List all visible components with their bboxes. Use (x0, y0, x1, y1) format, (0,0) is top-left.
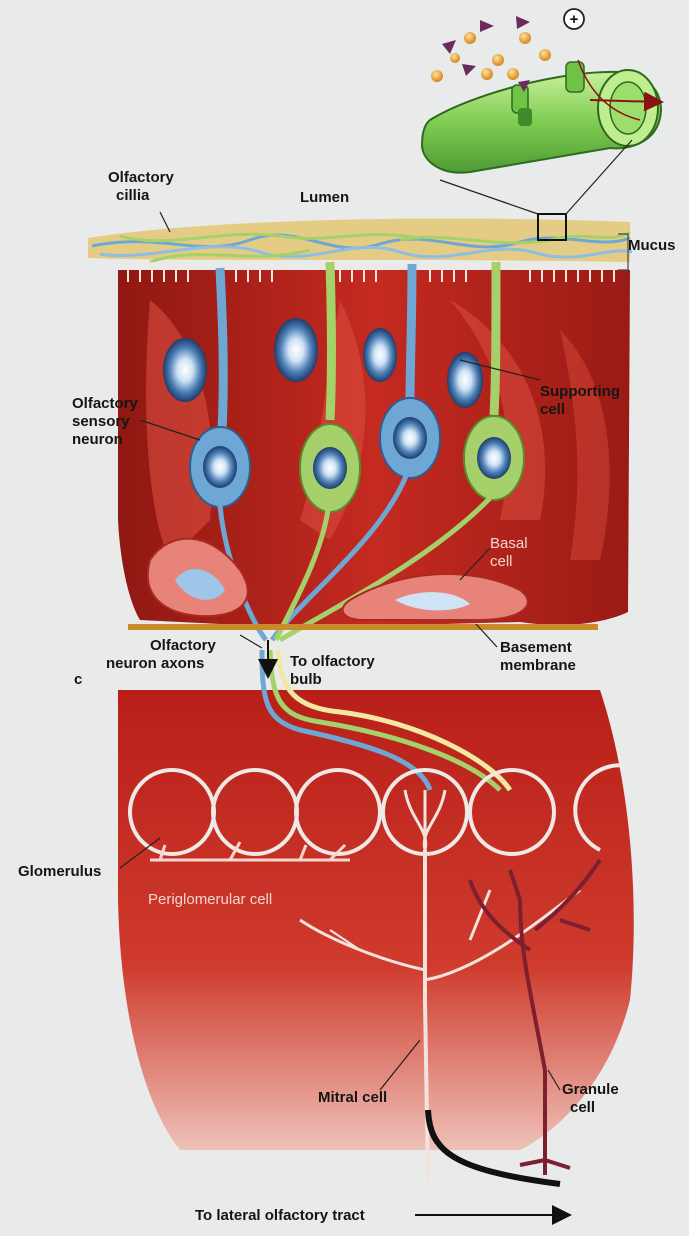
basement-label-line1: Basement (500, 639, 572, 656)
lumen-label: Lumen (300, 189, 349, 206)
axons-label-line1: Olfactory (150, 637, 217, 654)
lateral-tract-label: To lateral olfactory tract (195, 1207, 365, 1224)
glomerulus-label: Glomerulus (18, 863, 101, 880)
supporting-cell-label-line1: Supporting (540, 383, 620, 400)
odorant-molecules (431, 16, 551, 92)
axons-label-line2: neuron axons (106, 655, 204, 672)
sensory-neuron-label-line1: Olfactory (72, 395, 139, 412)
basement-membrane (128, 624, 598, 630)
channel-inset: + (422, 9, 661, 214)
granule-cell-label-line2: cell (570, 1099, 595, 1116)
cilia-label-line1: Olfactory (108, 169, 175, 186)
granule-cell-label-line1: Granule (562, 1081, 619, 1098)
cilia-label-line2: cillia (116, 187, 150, 204)
svg-text:+: + (570, 11, 579, 28)
basement-label-line2: membrane (500, 657, 576, 674)
mitral-cell-label: Mitral cell (318, 1089, 387, 1106)
ion-plus-icon: + (564, 9, 584, 29)
basal-cell-label-line2: cell (490, 553, 513, 570)
mucus-label: Mucus (628, 237, 676, 254)
panel-letter: c (74, 671, 82, 688)
sensory-neuron-label-line2: sensory (72, 413, 130, 430)
basal-cell-label-line1: Basal (490, 535, 528, 552)
supporting-cell-label-line2: cell (540, 401, 565, 418)
to-bulb-label-line1: To olfactory (290, 653, 375, 670)
sensory-neuron-label-line3: neuron (72, 431, 123, 448)
epithelium (88, 214, 632, 640)
periglomerular-label: Periglomerular cell (148, 891, 272, 908)
to-bulb-label-line2: bulb (290, 671, 322, 688)
